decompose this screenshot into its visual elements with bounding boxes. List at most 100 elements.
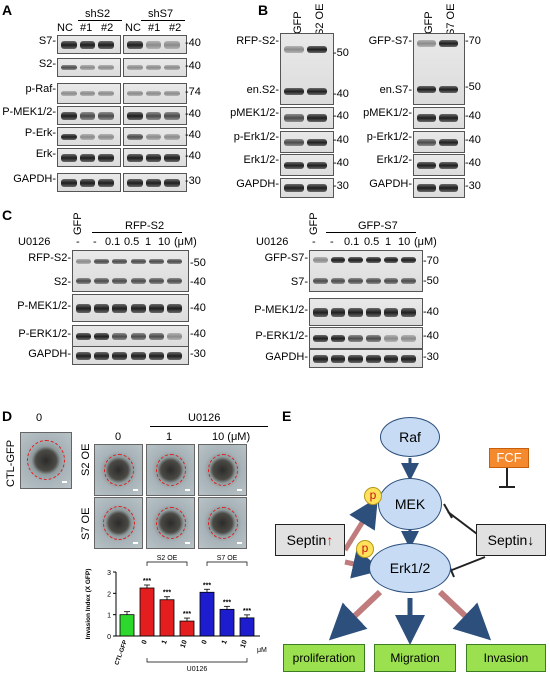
band-row bbox=[58, 36, 120, 53]
significance-mark: *** bbox=[183, 611, 191, 618]
mw-marker: -40 bbox=[185, 108, 201, 120]
dose-c1-5: 10 bbox=[158, 236, 171, 248]
blot-strip bbox=[57, 106, 121, 125]
bar bbox=[119, 614, 135, 637]
output-invasion: Invasion bbox=[466, 644, 546, 672]
blot-strip bbox=[123, 58, 187, 77]
unit-label: μM bbox=[257, 647, 267, 654]
row-label-s2oe: S2 OE bbox=[80, 443, 92, 476]
treatment-u0126-c2: U0126 bbox=[256, 236, 289, 248]
band bbox=[417, 85, 436, 93]
y-tick-label: 3 bbox=[107, 570, 111, 577]
band bbox=[307, 161, 327, 169]
mw-marker: -40 bbox=[333, 134, 349, 146]
mw-marker: -40 bbox=[190, 328, 206, 340]
panel-label-b: B bbox=[258, 2, 269, 18]
band bbox=[417, 161, 436, 169]
row-label: S2- bbox=[53, 276, 71, 288]
blot-strip bbox=[57, 83, 121, 104]
band-row bbox=[310, 275, 422, 287]
band bbox=[439, 138, 458, 146]
band bbox=[401, 257, 416, 263]
blot-strip bbox=[57, 148, 121, 167]
band bbox=[94, 258, 110, 264]
band bbox=[401, 307, 416, 317]
row-label: GAPDH- bbox=[265, 351, 308, 363]
row-label: P-ERK1/2- bbox=[255, 330, 308, 342]
blot-strip bbox=[413, 107, 465, 129]
lane-gfp-c1: GFP bbox=[72, 212, 84, 235]
band bbox=[145, 178, 162, 187]
blot-strip bbox=[280, 178, 334, 198]
band-row bbox=[73, 326, 188, 346]
mw-marker: -40 bbox=[465, 134, 481, 146]
x-tick-label: 10 bbox=[240, 639, 249, 649]
row-label: p-Raf- bbox=[25, 83, 56, 95]
band bbox=[166, 303, 182, 313]
band bbox=[79, 91, 96, 96]
band bbox=[366, 354, 381, 363]
significance-mark: *** bbox=[223, 599, 231, 606]
band-row bbox=[58, 174, 120, 191]
row-label: S7- bbox=[38, 35, 56, 47]
band bbox=[383, 257, 399, 263]
band bbox=[417, 184, 436, 192]
band bbox=[307, 184, 327, 192]
row-label: P-MEK1/2- bbox=[17, 300, 71, 312]
node-septin-up: Septin↑ bbox=[275, 524, 345, 556]
mw-marker: -70 bbox=[423, 255, 439, 267]
panel-label-e: E bbox=[282, 408, 292, 424]
mw-marker: -40 bbox=[423, 306, 439, 318]
band-row bbox=[281, 179, 333, 197]
down-arrow-icon: ↓ bbox=[527, 532, 535, 548]
band bbox=[98, 133, 114, 140]
blot-strip bbox=[280, 33, 334, 105]
band bbox=[148, 278, 164, 284]
mw-marker: -40 bbox=[185, 150, 201, 162]
lane-nc-2: NC bbox=[125, 22, 141, 34]
bar bbox=[239, 617, 255, 637]
band bbox=[330, 307, 346, 317]
blot-strip bbox=[413, 154, 465, 176]
group-bracket bbox=[146, 561, 188, 566]
blot-strip bbox=[280, 107, 334, 129]
band bbox=[307, 138, 327, 146]
mw-marker: -40 bbox=[185, 37, 201, 49]
band bbox=[94, 278, 110, 284]
node-septin-down: Septin↓ bbox=[476, 524, 546, 556]
band bbox=[284, 161, 304, 169]
band bbox=[166, 332, 182, 340]
node-raf: Raf bbox=[380, 417, 440, 457]
band bbox=[401, 354, 416, 363]
dose-c2-3: 0.5 bbox=[364, 236, 380, 248]
band bbox=[330, 257, 346, 263]
band-row bbox=[414, 132, 464, 152]
band bbox=[307, 45, 327, 53]
band bbox=[76, 332, 92, 340]
spheroid-s2oe-0 bbox=[94, 444, 143, 496]
lane-2-2: #2 bbox=[169, 22, 182, 34]
bar bbox=[199, 591, 215, 637]
band bbox=[127, 65, 143, 70]
band-row bbox=[124, 107, 186, 124]
blot-strip bbox=[72, 250, 189, 292]
u0126-bracket bbox=[146, 658, 248, 663]
band bbox=[130, 258, 146, 264]
band-row bbox=[73, 347, 188, 364]
significance-mark: *** bbox=[203, 582, 211, 589]
mw-marker: -40 bbox=[465, 157, 481, 169]
blot-strip bbox=[123, 35, 187, 54]
lane-s2oe: S2 OE bbox=[314, 3, 326, 36]
mw-marker: -40 bbox=[423, 330, 439, 342]
row-label: GAPDH- bbox=[369, 178, 412, 190]
group-gfp-s7: GFP-S7 bbox=[358, 220, 398, 232]
band bbox=[148, 258, 164, 264]
band bbox=[166, 351, 182, 360]
x-tick-label: 1 bbox=[161, 639, 169, 645]
panel-label-a: A bbox=[2, 2, 13, 18]
band bbox=[313, 334, 328, 342]
mw-marker: -50 bbox=[333, 47, 349, 59]
band bbox=[164, 91, 180, 96]
bar bbox=[179, 620, 195, 637]
band-row bbox=[414, 179, 464, 197]
